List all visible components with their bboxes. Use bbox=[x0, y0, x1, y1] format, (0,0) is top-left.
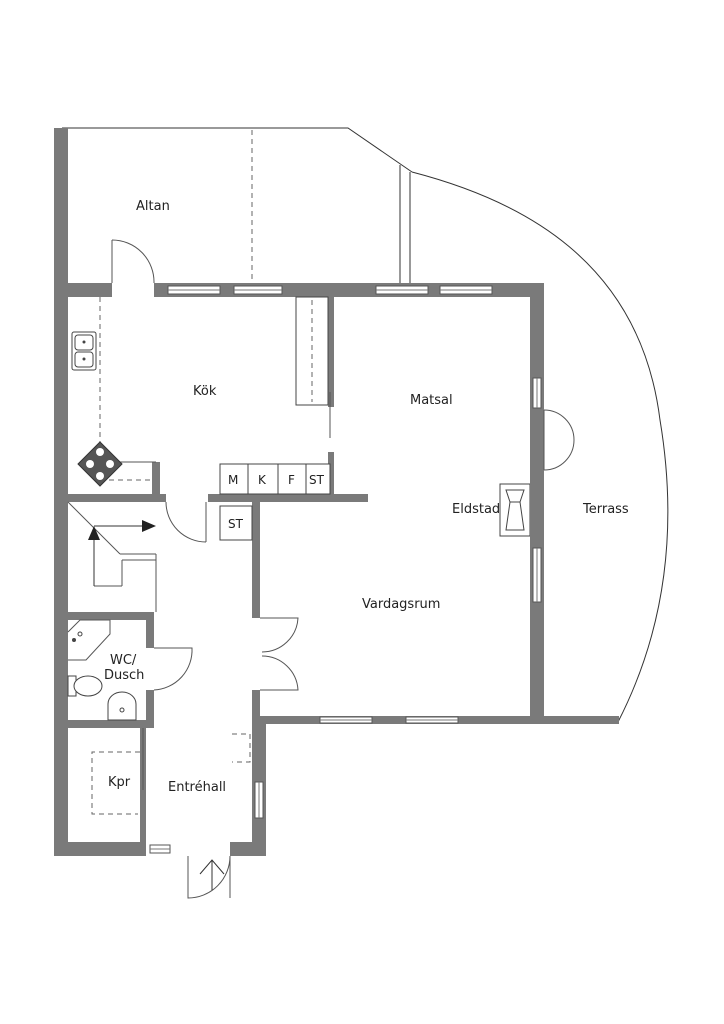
room-label-eldstad: Eldstad bbox=[452, 502, 500, 517]
storage-label-st1: ST bbox=[309, 473, 325, 487]
entry-shelf bbox=[232, 733, 251, 763]
room-label-altan: Altan bbox=[136, 199, 170, 214]
stairs bbox=[67, 501, 157, 612]
room-label-entrehall: Entréhall bbox=[168, 780, 226, 795]
windows bbox=[149, 285, 542, 854]
stairs-arrow-icon bbox=[88, 520, 156, 586]
entrance-arrow-icon bbox=[199, 859, 225, 890]
room-label-kok: Kök bbox=[193, 384, 217, 399]
storage-row bbox=[219, 463, 331, 541]
room-label-kpr: Kpr bbox=[108, 775, 131, 790]
room-label-dusch: Dusch bbox=[104, 668, 144, 683]
room-label-vardagsrum: Vardagsrum bbox=[362, 597, 440, 612]
stove-icon bbox=[77, 441, 123, 487]
shower-icon bbox=[67, 619, 111, 661]
room-label-matsal: Matsal bbox=[410, 393, 453, 408]
kitchen-cabinet bbox=[295, 296, 331, 438]
altan-outline bbox=[61, 127, 413, 283]
walls bbox=[54, 128, 619, 856]
storage-label-st2: ST bbox=[228, 517, 244, 531]
kitchen-counter bbox=[99, 297, 156, 481]
room-label-terrass: Terrass bbox=[582, 502, 629, 517]
sink-icon bbox=[71, 331, 97, 371]
room-label-wc: WC/ bbox=[110, 653, 137, 668]
storage-label-m: M bbox=[228, 473, 238, 487]
storage-label-f: F bbox=[288, 473, 295, 487]
storage-label-k: K bbox=[258, 473, 267, 487]
washbasin-icon bbox=[107, 691, 137, 721]
doors bbox=[111, 239, 575, 899]
toilet-icon bbox=[67, 675, 103, 697]
terrass-outline bbox=[411, 171, 669, 723]
fireplace-icon bbox=[499, 478, 544, 544]
